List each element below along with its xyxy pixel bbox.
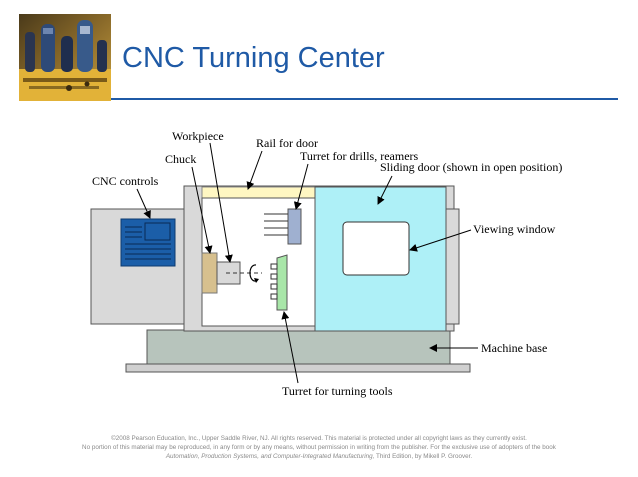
floor-plate xyxy=(125,363,471,373)
label-chuck: Chuck xyxy=(165,152,196,166)
electronics-photo-icon xyxy=(19,14,111,101)
chuck xyxy=(201,252,218,294)
control-screen-lines xyxy=(125,226,171,260)
rotation-arrow-icon xyxy=(249,264,257,282)
arrow-rail-for-door xyxy=(246,150,263,190)
arrow-turret-turning-tools xyxy=(281,311,299,384)
turret-drills xyxy=(287,208,302,245)
arrow-cnc-controls xyxy=(136,188,151,219)
arrow-sliding-door xyxy=(377,175,393,205)
rotation-arrowhead-icon xyxy=(254,278,259,283)
label-sliding-door: Sliding door (shown in open position) xyxy=(380,160,562,174)
arrow-turret-drills xyxy=(293,163,309,210)
footer-line-3: Automation, Production Systems, and Comp… xyxy=(0,452,638,461)
turning-tool-inserts xyxy=(270,263,278,300)
drill-tools xyxy=(264,213,288,236)
page-title: CNC Turning Center xyxy=(122,42,385,74)
footer-line-2: No portion of this material may be repro… xyxy=(82,444,556,451)
title-divider xyxy=(111,98,618,100)
machine-base xyxy=(146,329,451,365)
label-machine-base: Machine base xyxy=(481,341,547,355)
arrow-chuck xyxy=(191,166,213,254)
header-photo xyxy=(19,14,111,101)
label-turret-turning-tools: Turret for turning tools xyxy=(282,384,393,398)
arrow-workpiece xyxy=(209,142,233,263)
label-workpiece: Workpiece xyxy=(172,129,224,143)
turret-turning-tools xyxy=(276,254,288,311)
copyright-footer: ©2008 Pearson Education, Inc., Upper Sad… xyxy=(0,434,638,461)
label-turret-drills: Turret for drills, reamers xyxy=(300,149,419,163)
footer-book-edition: Third Edition, by Mikell P. Groover. xyxy=(374,453,473,460)
label-rail-for-door: Rail for door xyxy=(256,136,318,150)
label-viewing-window: Viewing window xyxy=(473,222,556,236)
viewing-window xyxy=(342,221,410,276)
control-screen-display xyxy=(144,222,171,241)
arrow-viewing-window xyxy=(409,229,472,252)
footer-book-title: Automation, Production Systems, and Comp… xyxy=(165,453,375,460)
leader-arrows xyxy=(136,142,478,384)
footer-line-1: ©2008 Pearson Education, Inc., Upper Sad… xyxy=(111,435,527,442)
label-cnc-controls: CNC controls xyxy=(92,174,159,188)
right-side-panel xyxy=(445,208,460,325)
